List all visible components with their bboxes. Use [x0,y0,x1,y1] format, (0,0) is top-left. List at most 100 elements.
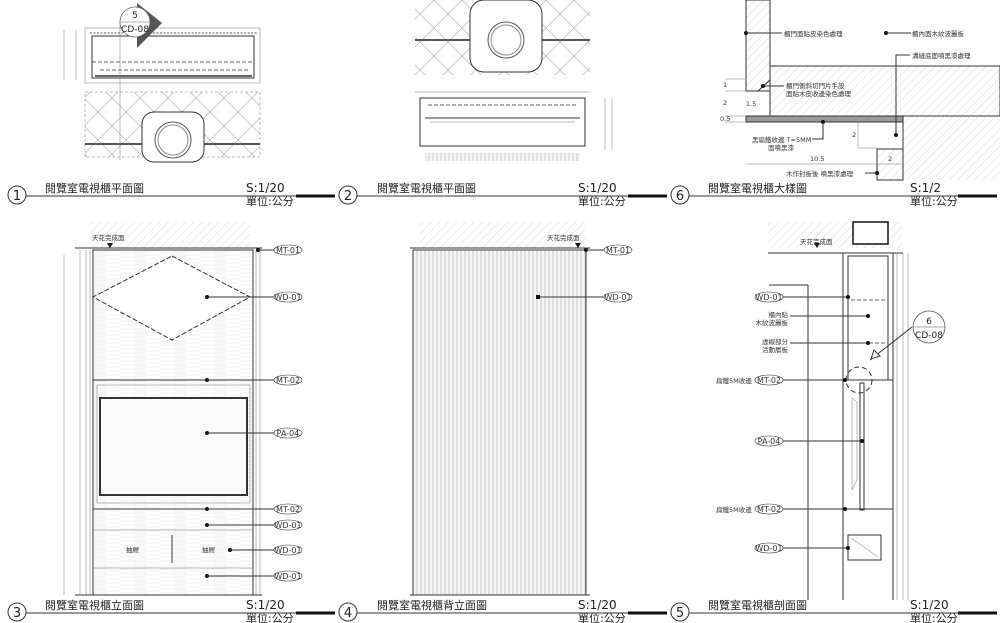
panels-5-num-text: 5 [676,606,684,621]
plan-view-2 [415,0,613,161]
tag-wd-01: WD-01 [205,291,303,303]
elevation-tags-7-text: WD-01 [274,572,301,581]
front-elevation-3: 天花完成面 抽屜 抽屜 [63,222,262,596]
section-marker-number: 5 [132,11,138,21]
panels-1-title-text: 閱覽室電視櫃平面圖 [377,181,476,195]
section-marker-sheet: CD-08 [121,25,149,35]
tag-mt-01: MT-01 [256,244,303,256]
detail-marker-sheet: CD-08 [915,331,943,341]
note-board: 木作封板後 噴黑漆處理 [786,169,854,178]
section-tags-2-text: PA-04 [758,437,781,446]
panels-4-num-text: 4 [344,606,352,621]
section-note_flatbar-text: 扁鐵5M收邊 [716,376,752,385]
panels-5-scale-text: S:1/20 [910,598,949,612]
panels-1-num-text: 2 [344,189,352,204]
dim-0-5: 0.5 [720,115,730,123]
note-door-edge-1: 櫃門側斜切門片手設 [786,81,845,90]
elevation-tags-4-text: MT-02 [276,505,300,514]
tag-mt-02: 扁鐵5M收邊 MT-02 [716,374,847,386]
section-tags-0-text: WD-01 [755,293,782,302]
panels-3-scale-text: S:1/20 [246,598,285,612]
section-view-5: 天花完成面 [768,221,913,600]
elevation-tags-1-text: WD-01 [274,293,301,302]
tag-wd-01: WD-01 [228,544,303,556]
tag-mt-02: MT-02 [205,503,303,515]
elevation-tags: MT-01 WD-01 MT-02 PA-04 MT-02 WD-01 WD-0… [205,244,303,582]
dim-2: 2 [723,99,727,107]
section-tags-3-text: MT-02 [757,505,781,514]
panels-2-num-text: 6 [676,189,684,204]
note-lining-1: 櫃內貼 [769,310,789,319]
dim-2c: 2 [888,155,892,163]
tag-wd-01: WD-01 [754,542,850,554]
note-door-face: 櫃門面貼皮染色處理 [784,29,843,38]
tag-wd-01: WD-01 [205,570,303,582]
note-flatbar-1: 黑扁鐵收邊 T=5MM [752,135,811,144]
elevation-tags-6-text: WD-01 [274,546,301,555]
panels-5-unit-text: 單位:公分 [910,611,958,623]
ceiling-label: 天花完成面 [800,237,833,246]
plan-view-1 [63,20,261,163]
tag-wd-01: WD-01 [536,291,633,303]
panels-1-unit-text: 單位:公分 [578,194,626,208]
detail-marker-number: 6 [926,317,932,327]
panels-3-num-text: 3 [13,606,21,621]
panels-4-title-text: 閱覽室電視櫃背立面圖 [377,598,487,612]
note-flatbar-2: 面噴黑漆 [768,143,795,152]
section-tags-1-text: MT-02 [757,376,781,385]
section-tags: WD-01 櫃內貼 木紋波麗板 虛線部分 活動層板 扁鐵5M收邊 MT-02 PA… [716,291,870,554]
panels-0-scale-text: S:1/20 [246,181,285,195]
back-elevation-4: 天花完成面 MT-01 WD-01 [410,222,633,596]
tag-mt-02: 扁鐵5M收邊 MT-02 [716,503,847,515]
back_elevation-tags-0-text: MT-01 [606,246,630,255]
detail-marker[interactable]: 6 CD-08 [912,310,946,344]
note-shelf-2: 活動層板 [762,345,789,354]
detail-arrow-icon [870,349,881,360]
ceiling-marker-icon [814,243,820,248]
tag-wd-01: WD-01 [205,519,303,531]
note-door-edge-2: 面貼木皮收邊染色處理 [786,89,852,98]
panels-3-title-text: 閱覽室電視櫃立面圖 [45,598,144,612]
elevation-tags-2-text: MT-02 [276,376,300,385]
drawer-label-right: 抽屜 [202,545,216,554]
ceiling-label: 天花完成面 [92,233,125,242]
dim-1-5: 1.5 [746,100,756,108]
elevation-tags-3-text: PA-04 [277,429,300,438]
drawer-label-left: 抽屜 [126,545,140,554]
elevation-tags-0-text: MT-01 [276,246,300,255]
ceiling-marker-icon [575,243,581,248]
elevation-tags-5-text: WD-01 [274,521,301,530]
panels-0-unit-text: 單位:公分 [246,194,294,208]
panels-1-scale-text: S:1/20 [578,181,617,195]
dim-2b: 2 [852,131,856,139]
detail-view-6: 1 2 0.5 1.5 10.5 2 2 櫃門面貼皮染色處理 櫃內面木紋波麗板 … [720,0,1000,181]
panels-2-unit-text: 單位:公分 [910,194,958,208]
title-block-6: 6 閱覽室電視櫃大樣圖 S:1/2單位:公分 [670,181,997,208]
tag-mt-01: MT-01 [584,244,633,256]
ceiling-label: 天花完成面 [547,233,580,242]
section-tags-4-text: WD-01 [755,544,782,553]
note-shelf-1: 虛線部分 [762,337,789,346]
panels-3-unit-text: 單位:公分 [246,611,294,623]
tag-pa-04: PA-04 [754,435,864,447]
panels-4-unit-text: 單位:公分 [578,611,626,623]
note-lining-2: 木紋波麗板 [756,318,789,327]
panels-0-num-text: 1 [13,189,21,204]
section-marker[interactable]: 5 CD-08 [119,3,162,48]
panels-4-scale-text: S:1/20 [578,598,617,612]
panels-0-title-text: 閱覽室電視櫃平面圖 [45,181,144,195]
panels-5-title-text: 閱覽室電視櫃剖面圖 [708,598,807,612]
section-note_flatbar-text: 扁鐵5M收邊 [716,505,752,514]
panels-2-scale-text: S:1/2 [910,181,941,195]
note-inner-face: 櫃內面木紋波麗板 [912,29,965,38]
note-groove: 溝縫底面噴黑漆處理 [912,51,971,60]
dim-10-5: 10.5 [810,155,824,163]
ceiling-marker-icon [107,243,113,248]
tag-wd-01: WD-01 [754,291,850,303]
panels-2-title-text: 閱覽室電視櫃大樣圖 [708,181,807,195]
